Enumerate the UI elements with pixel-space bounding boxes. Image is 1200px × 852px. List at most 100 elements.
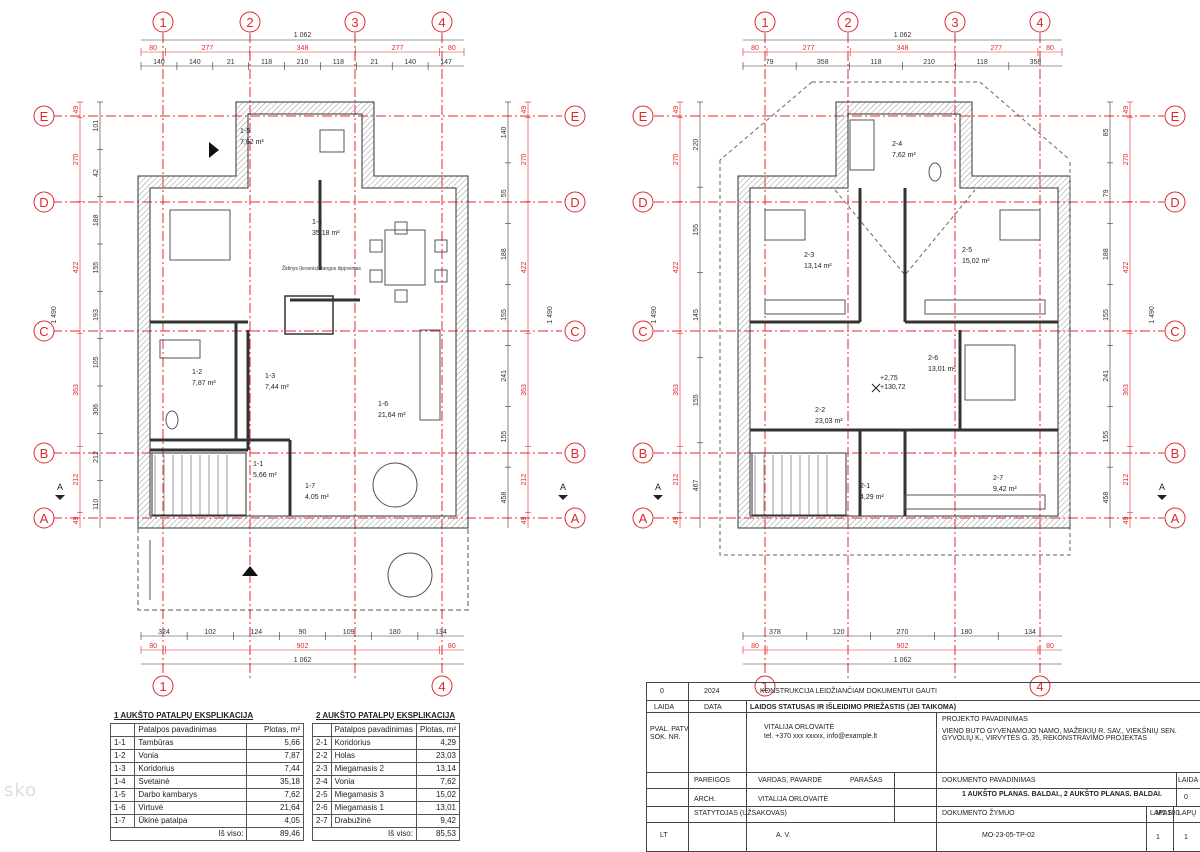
table-cell: 1-7	[109, 814, 136, 828]
grid-bubble	[33, 191, 55, 213]
table-total-row: Iš viso:89,46	[109, 827, 304, 841]
room-code: 1-7	[305, 483, 315, 490]
table-cell: 7,44	[246, 762, 304, 776]
dim-black: 120	[833, 629, 845, 636]
fireplace	[284, 295, 334, 335]
stamp-line	[1173, 806, 1174, 852]
dim-red-vertical: 49	[521, 106, 528, 114]
dim-black-vertical: 241	[1103, 370, 1110, 382]
arch-name: VITALIJA ORLOVAITĖ	[758, 796, 829, 803]
dim-black: 118	[333, 59, 344, 66]
grid-label: A	[571, 511, 580, 526]
dim-black: 79	[766, 59, 774, 66]
plan2-outer-wall	[737, 101, 1071, 529]
dim-black-vertical: 155	[93, 262, 100, 274]
room-code: 2-3	[804, 252, 814, 259]
client: A. V.	[776, 832, 791, 839]
table-cell: 2-4	[312, 775, 332, 789]
table-cell: Patalpos pavadinimas	[330, 723, 417, 737]
room-area: 4,05 m²	[305, 494, 329, 501]
room-code: 2-6	[928, 355, 938, 362]
dim-red: 902	[297, 643, 309, 650]
purpose: LAIDOS STATUSAS IR IŠLEIDIMO PRIEŽASTIS …	[750, 704, 957, 711]
dim-black-vertical: 155	[1103, 431, 1110, 443]
dim-black-vertical: 155	[693, 224, 700, 236]
grid-bubble	[632, 191, 654, 213]
total-value: 85,53	[415, 827, 461, 841]
table-cell	[312, 723, 332, 737]
dim-total-side: 1 490	[1149, 306, 1156, 324]
dim-black: 147	[440, 59, 452, 66]
grid-bubble	[564, 442, 586, 464]
stamp-line	[646, 682, 1200, 683]
grid-bubble	[754, 675, 776, 697]
room-area: 13,01 m²	[928, 366, 956, 373]
table-cell: Miegamasis 2	[330, 762, 417, 776]
room-area: 7,62 m²	[892, 152, 916, 159]
dim-red-vertical: 212	[73, 474, 80, 486]
dim-black-vertical: 155	[501, 431, 508, 443]
role-label: PAREIGOS	[694, 777, 731, 784]
roof-ridge	[834, 189, 976, 276]
kitchen-counter	[419, 329, 441, 421]
bathtub	[159, 339, 201, 359]
dim-black: 140	[404, 59, 416, 66]
table-cell: Miegamasis 1	[330, 801, 417, 815]
dim-red-vertical: 212	[673, 474, 680, 486]
total-label: Iš viso:	[109, 827, 248, 841]
dim-red: 80	[751, 45, 759, 52]
grid-bubble	[1164, 105, 1186, 127]
grid-label: 1	[761, 15, 768, 30]
dim-black-vertical: 188	[1103, 248, 1110, 260]
room-area: 35,18 m²	[312, 230, 340, 237]
dim-red-vertical: 212	[521, 474, 528, 486]
lapu: 1	[1184, 834, 1188, 841]
dim-red-vertical: 422	[521, 261, 528, 273]
dim-red-vertical: 49	[673, 106, 680, 114]
bed	[999, 209, 1041, 241]
chair	[369, 239, 383, 253]
dim-black: 180	[960, 629, 972, 636]
dim-red: 80	[149, 643, 157, 650]
chair	[434, 269, 448, 283]
grid-label: 3	[351, 15, 358, 30]
table-cell: 5,66	[246, 736, 304, 750]
dim-black: 210	[297, 59, 309, 66]
terrace-outline	[137, 528, 469, 611]
grid-label: 4	[1036, 679, 1043, 694]
wardrobe	[924, 299, 1046, 315]
grid-bubble	[1029, 11, 1051, 33]
table-cell: 21,64	[246, 801, 304, 815]
room-area: 9,42 m²	[993, 486, 1017, 493]
dim-black: 140	[189, 59, 201, 66]
dim-black-vertical: 155	[693, 394, 700, 406]
grid-label: 1	[159, 679, 166, 694]
level-label: +2,75	[880, 375, 898, 382]
stamp-line	[646, 772, 1200, 773]
room-code: 2-4	[892, 141, 902, 148]
dim-black: 210	[923, 59, 935, 66]
dim-red: 348	[297, 45, 309, 52]
grid-label: 3	[951, 15, 958, 30]
table-cell: 4,29	[415, 736, 461, 750]
grid-label: A	[40, 511, 49, 526]
dim-red: 277	[392, 45, 404, 52]
table-cell: Virtuvė	[134, 801, 248, 815]
dim-black: 134	[1024, 629, 1036, 636]
grid-bubble	[152, 11, 174, 33]
role-arch: ARCH.	[694, 796, 716, 803]
section-mark-a: A	[655, 482, 661, 492]
dim-total-side: 1 490	[547, 306, 554, 324]
dim-total-top: 1 062	[894, 32, 912, 39]
drawing-label: DOKUMENTO PAVADINIMAS	[942, 777, 1036, 784]
wardrobe	[904, 494, 1046, 510]
stamp-line	[646, 822, 1200, 823]
dim-black-vertical: 188	[501, 248, 508, 260]
room-code: 1-1	[253, 461, 263, 468]
dim-red: 80	[1046, 45, 1054, 52]
dim-black-vertical: 188	[93, 214, 100, 226]
